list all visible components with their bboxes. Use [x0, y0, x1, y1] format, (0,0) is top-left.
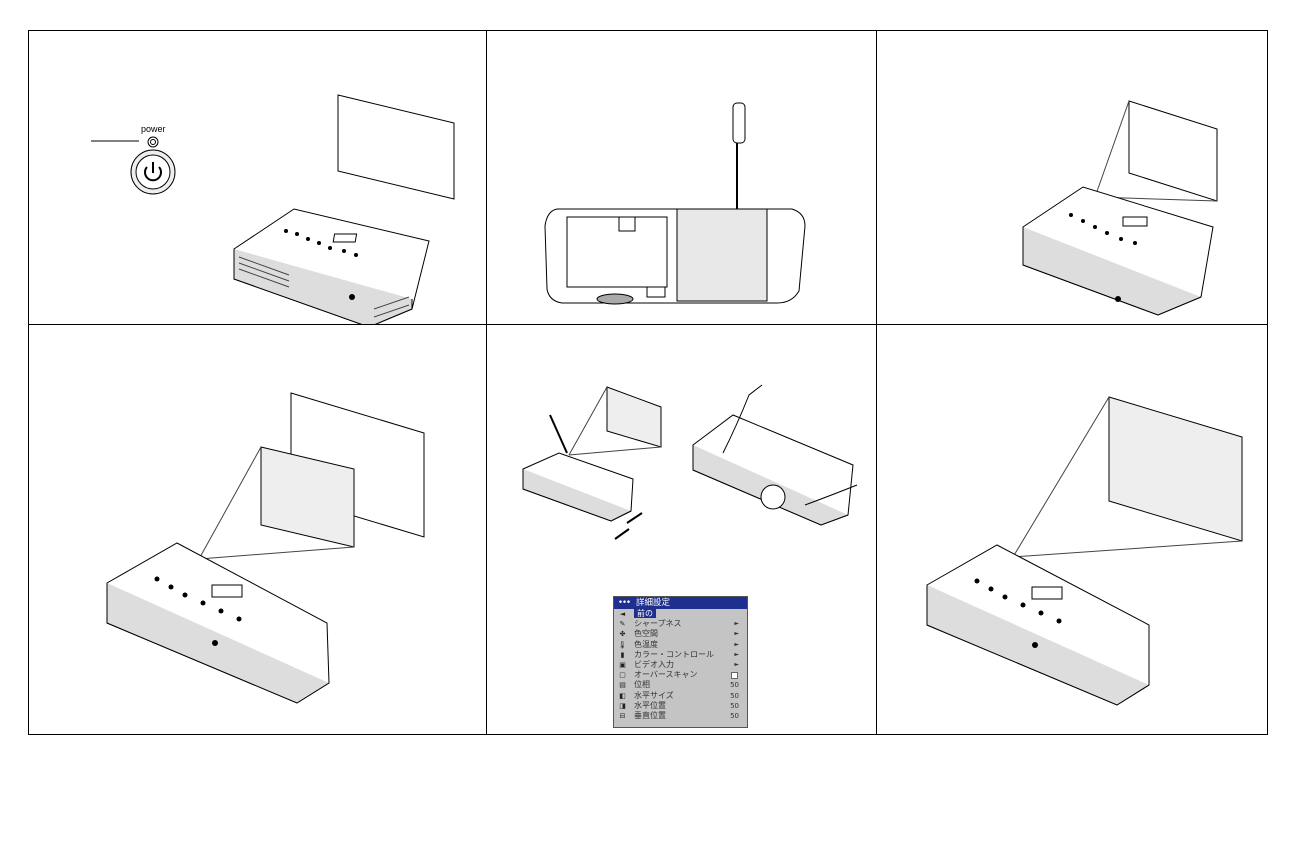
menu-item-label: 位相: [634, 680, 650, 689]
submenu-arrow-icon: ►: [734, 640, 739, 650]
menu-item-label: カラー・コントロール: [634, 650, 714, 659]
menu-item-value: 50: [730, 680, 739, 690]
advanced-settings-menu: ••• 詳細設定 ◄ 前の ✎ シャープネス ► ✤ 色空間 ► 🌡 色温度 ► ▮ カラー・コントロール…: [613, 596, 748, 728]
lamp-door-illustration: [487, 31, 877, 325]
menu-item-label: 色空間: [634, 629, 658, 638]
submenu-arrow-icon: ►: [734, 650, 739, 660]
video-input-icon: ▣: [618, 661, 627, 669]
menu-item-label: 水平位置: [634, 701, 666, 710]
screen-distance-illustration: [29, 325, 487, 735]
menu-dots-icon: •••: [618, 598, 630, 608]
menu-item-label: 垂直位置: [634, 711, 666, 720]
menu-item[interactable]: ✤ 色空間 ►: [614, 629, 747, 639]
panel-power-on: power: [28, 30, 487, 325]
menu-item[interactable]: ▤ 位相 50: [614, 680, 747, 690]
thermometer-icon: 🌡: [618, 641, 627, 649]
menu-item[interactable]: ▮ カラー・コントロール ►: [614, 650, 747, 660]
vertical-position-icon: ⊟: [618, 712, 627, 720]
panel-projector-angle: [877, 30, 1268, 325]
large-screen-illustration: [877, 325, 1268, 735]
overscan-checkbox[interactable]: [731, 672, 738, 679]
horizontal-position-icon: ◨: [618, 702, 627, 710]
menu-item[interactable]: ⊟ 垂直位置 50: [614, 711, 747, 721]
menu-item[interactable]: ▣ ビデオ入力 ►: [614, 660, 747, 670]
back-arrow-icon: ◄: [618, 610, 627, 618]
menu-item-value: 50: [730, 711, 739, 721]
menu-item[interactable]: ◧ 水平サイズ 50: [614, 691, 747, 701]
menu-item[interactable]: ✎ シャープネス ►: [614, 619, 747, 629]
menu-item-label: オーバースキャン: [634, 670, 698, 679]
submenu-arrow-icon: ►: [734, 660, 739, 670]
menu-item-label: シャープネス: [634, 619, 682, 628]
power-illustration: power: [29, 31, 487, 325]
menu-item-value: 50: [730, 701, 739, 711]
menu-item[interactable]: ◨ 水平位置 50: [614, 701, 747, 711]
menu-item-value: 50: [730, 691, 739, 701]
submenu-arrow-icon: ►: [734, 629, 739, 639]
horizontal-size-icon: ◧: [618, 692, 627, 700]
sharpness-icon: ✎: [618, 620, 627, 628]
panel-lamp-door: [487, 30, 877, 325]
menu-item-label: 前の: [634, 609, 656, 618]
menu-item[interactable]: 🌡 色温度 ►: [614, 640, 747, 650]
panel-screen-distance: [28, 325, 487, 735]
menu-item-label: ビデオ入力: [634, 660, 674, 669]
menu-item[interactable]: ▢ オーバースキャン: [614, 670, 747, 680]
power-label: power: [141, 124, 166, 134]
menu-item[interactable]: ◄ 前の: [614, 609, 747, 619]
projector-screen-illustration: [877, 31, 1268, 325]
overscan-icon: ▢: [618, 671, 627, 679]
menu-title-bar: ••• 詳細設定: [614, 597, 747, 609]
menu-item-label: 水平サイズ: [634, 691, 674, 700]
projector-drawing: [234, 209, 429, 325]
menu-item-label: 色温度: [634, 640, 658, 649]
submenu-arrow-icon: ►: [734, 619, 739, 629]
color-bars-icon: ▮: [618, 651, 627, 659]
menu-title: 詳細設定: [636, 598, 670, 608]
color-space-icon: ✤: [618, 630, 627, 638]
panel-large-screen: [877, 325, 1268, 735]
phase-icon: ▤: [618, 681, 627, 689]
